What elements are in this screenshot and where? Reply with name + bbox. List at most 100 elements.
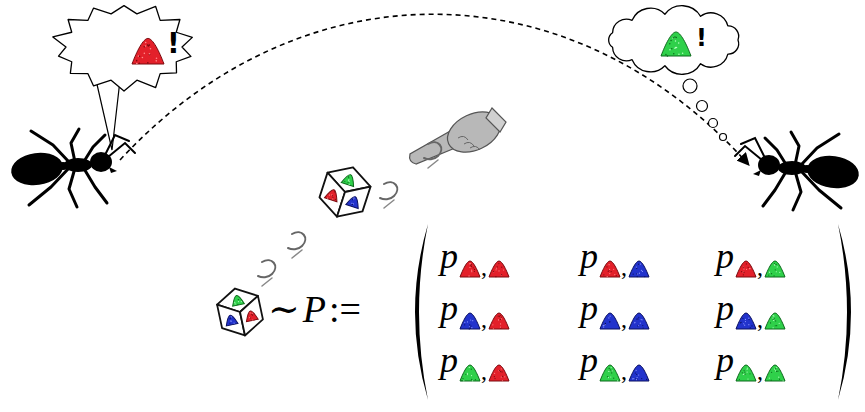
pile-icon [136, 63, 138, 65]
pile-icon [472, 320, 473, 321]
pile-icon [612, 370, 613, 371]
pile-icon [765, 365, 785, 382]
pile-icon [773, 275, 774, 276]
pile-icon [608, 269, 609, 270]
pile-icon [341, 173, 357, 187]
pile-icon [224, 314, 238, 326]
pile-icon [640, 264, 641, 265]
pile-icon [461, 380, 462, 381]
thought-dot [683, 79, 697, 93]
pile-icon [606, 266, 607, 267]
pile-icon [743, 267, 744, 268]
pile-icon [774, 264, 775, 265]
pile-icon [609, 273, 610, 274]
pile-icon [641, 319, 642, 320]
pile-icon [473, 267, 474, 268]
pile-icon [774, 265, 775, 266]
pile-icon [632, 378, 633, 379]
pile-icon [231, 316, 232, 317]
pile-icon [748, 324, 749, 325]
pile-icon [743, 274, 744, 275]
pile-icon [489, 261, 509, 277]
pile-icon [347, 182, 349, 184]
pile-icon [147, 62, 149, 64]
ant-figure [741, 138, 765, 158]
pile-icon [489, 365, 509, 381]
pile-icon [497, 266, 498, 267]
pile-icon [637, 377, 638, 378]
pile-icon [469, 267, 470, 268]
pile-icon [608, 371, 609, 372]
pile-icon [472, 380, 473, 381]
pile-icon [468, 275, 469, 276]
pile-icon [629, 261, 649, 277]
pile-icon [335, 199, 337, 201]
pile-icon [614, 274, 615, 275]
pile-icon [145, 45, 147, 47]
pile-icon [469, 328, 470, 329]
pile-icon [504, 376, 505, 377]
pile-icon [608, 377, 609, 378]
pile-icon [765, 365, 785, 381]
pile-icon [776, 371, 777, 372]
pointing-hand [458, 136, 480, 150]
ant-figure [735, 132, 861, 210]
pile-icon [502, 376, 503, 377]
motion-mark [380, 182, 397, 208]
pile-icon [771, 273, 772, 274]
pile-icon [496, 267, 497, 268]
pile-icon [234, 302, 235, 303]
pile-icon [600, 313, 620, 329]
pile-icon [230, 320, 231, 321]
pile-icon [229, 318, 230, 319]
subscript-comma: , [621, 255, 627, 279]
motion-mark [428, 160, 438, 168]
pile-icon [765, 261, 785, 277]
pile-icon [667, 55, 669, 57]
pile-icon [348, 176, 350, 178]
pile-icon [493, 271, 494, 272]
motion-mark [424, 142, 441, 168]
pile-icon [749, 268, 750, 269]
pile-icon [136, 60, 138, 62]
pile-icon [464, 324, 465, 325]
pile-icon [250, 317, 251, 318]
pile-icon [743, 267, 744, 268]
pile-icon [353, 198, 355, 200]
pile-icon [460, 365, 480, 381]
pile-icon [495, 276, 496, 277]
pile-icon [676, 47, 678, 49]
pointing-hand [486, 108, 506, 132]
pile-icon [249, 317, 250, 318]
pile-icon [616, 275, 617, 276]
pile-icon [741, 322, 742, 323]
pile-icon [470, 319, 471, 320]
pile-icon [770, 322, 771, 323]
pile-icon [467, 373, 468, 374]
pile-icon [609, 269, 610, 270]
motion-mark [262, 278, 272, 286]
ant-figure [805, 153, 861, 192]
pile-icon [502, 380, 503, 381]
pile-icon [147, 44, 149, 46]
pile-icon [776, 325, 777, 326]
pile-icon [675, 47, 677, 49]
pile-icon [678, 42, 680, 44]
equation-symbol: ∼ [268, 290, 300, 328]
pile-icon [156, 57, 158, 59]
pile-icon [629, 313, 649, 329]
matrix-entry: p [716, 238, 734, 274]
ant-figure [90, 152, 112, 172]
pile-icon [776, 271, 777, 272]
pile-icon [736, 313, 756, 329]
pile-icon [775, 320, 776, 321]
pile-icon [352, 204, 354, 206]
pile-icon [750, 327, 751, 328]
pile-icon [460, 261, 480, 277]
die-icon [238, 296, 266, 336]
speech-bubble: ! [48, 0, 200, 96]
pile-icon [740, 322, 741, 323]
pile-icon [241, 301, 242, 302]
matrix-bracket [838, 224, 851, 400]
pile-icon [500, 319, 501, 320]
